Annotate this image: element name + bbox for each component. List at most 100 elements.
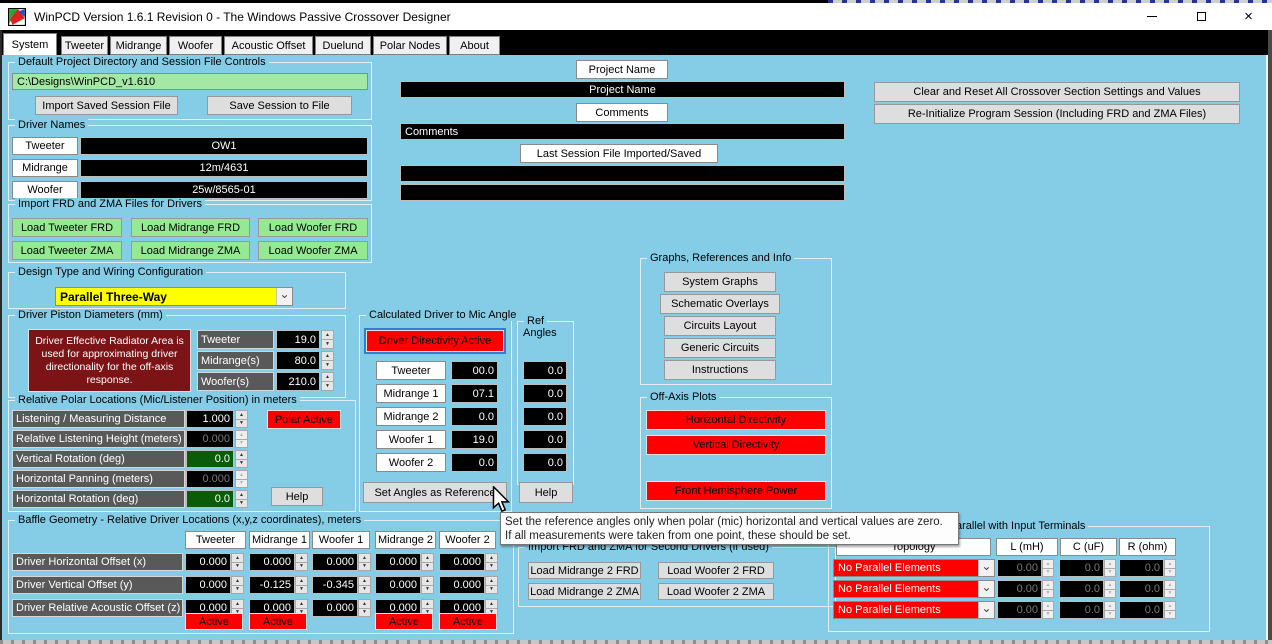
spinner-up-icon[interactable] [358, 576, 371, 586]
woofer-diameter-stepper[interactable] [321, 372, 334, 391]
baffle-stepper[interactable] [295, 553, 308, 571]
spinner-down-icon[interactable] [321, 340, 334, 349]
baffle-stepper[interactable] [421, 576, 434, 594]
load-woofer-zma-button[interactable]: Load Woofer ZMA [258, 241, 368, 260]
woofer2-active-button[interactable]: Active [439, 613, 497, 630]
baffle-z-midrange2[interactable]: 0.000 [375, 599, 421, 617]
system-graphs-button[interactable]: System Graphs [664, 272, 776, 292]
tweeter-diameter-input[interactable]: 19.0 [276, 330, 320, 349]
circuits-layout-button[interactable]: Circuits Layout [664, 316, 776, 336]
load-midrange-frd-button[interactable]: Load Midrange FRD [131, 218, 250, 237]
spinner-down-icon[interactable] [295, 585, 308, 594]
spinner-up-icon[interactable] [485, 576, 498, 586]
topology-select-1[interactable]: No Parallel Elements [833, 559, 995, 577]
load-tweeter-zma-button[interactable]: Load Tweeter ZMA [12, 241, 122, 260]
vertical-rotation-input[interactable]: 0.0 [186, 450, 234, 468]
baffle-stepper[interactable] [358, 599, 371, 617]
spinner-up-icon[interactable] [321, 330, 334, 340]
spinner-down-icon[interactable] [485, 562, 498, 571]
chevron-down-icon[interactable] [276, 288, 292, 305]
baffle-stepper[interactable] [358, 576, 371, 594]
spinner-down-icon[interactable] [358, 585, 371, 594]
tweeter-diameter-stepper[interactable] [321, 330, 334, 349]
load-midrange2-zma-button[interactable]: Load Midrange 2 ZMA [528, 583, 641, 600]
baffle-z-tweeter[interactable]: 0.000 [185, 599, 231, 617]
save-session-button[interactable]: Save Session to File [207, 96, 352, 115]
spinner-up-icon[interactable] [321, 351, 334, 361]
baffle-y-midrange1[interactable]: -0.125 [249, 576, 295, 594]
load-woofer2-zma-button[interactable]: Load Woofer 2 ZMA [658, 583, 774, 600]
baffle-y-woofer2[interactable]: 0.000 [439, 576, 485, 594]
baffle-x-woofer1[interactable]: 0.000 [312, 553, 358, 571]
spinner-up-icon[interactable] [235, 490, 248, 500]
baffle-stepper[interactable] [485, 553, 498, 571]
comments-input[interactable]: Comments [400, 123, 845, 140]
tab-duelund[interactable]: Duelund [315, 36, 371, 55]
close-button[interactable]: × [1226, 3, 1271, 30]
topology-select-2[interactable]: No Parallel Elements [833, 580, 995, 598]
midrange-diameter-input[interactable]: 80.0 [276, 351, 320, 370]
spinner-up-icon[interactable] [485, 599, 498, 609]
baffle-z-woofer1[interactable]: 0.000 [312, 599, 358, 617]
baffle-stepper[interactable] [485, 576, 498, 594]
import-session-button[interactable]: Import Saved Session File [35, 96, 178, 115]
spinner-up-icon[interactable] [231, 576, 244, 586]
listening-distance-stepper[interactable] [235, 410, 248, 428]
midrange1-active-button[interactable]: Active [249, 613, 307, 630]
horizontal-rotation-input[interactable]: 0.0 [186, 490, 234, 508]
baffle-stepper[interactable] [358, 553, 371, 571]
baffle-stepper[interactable] [421, 553, 434, 571]
spinner-down-icon[interactable] [485, 585, 498, 594]
spinner-up-icon[interactable] [421, 576, 434, 586]
maximize-button[interactable] [1179, 3, 1224, 30]
woofer-name-input[interactable]: 25w/8565-01 [80, 181, 368, 199]
spinner-down-icon[interactable] [235, 459, 248, 468]
chevron-down-icon[interactable] [978, 602, 994, 618]
spinner-down-icon[interactable] [421, 585, 434, 594]
midrange-name-input[interactable]: 12m/4631 [80, 159, 368, 177]
spinner-down-icon[interactable] [358, 562, 371, 571]
spinner-down-icon[interactable] [421, 562, 434, 571]
load-midrange2-frd-button[interactable]: Load Midrange 2 FRD [528, 562, 641, 579]
spinner-up-icon[interactable] [295, 576, 308, 586]
baffle-y-woofer1[interactable]: -0.345 [312, 576, 358, 594]
project-name-input[interactable]: Project Name [400, 81, 845, 98]
project-directory-input[interactable]: C:\Designs\WinPCD_v1.610 [12, 73, 368, 90]
baffle-x-tweeter[interactable]: 0.000 [185, 553, 231, 571]
spinner-down-icon[interactable] [235, 499, 248, 508]
spinner-up-icon[interactable] [358, 599, 371, 609]
tweeter-active-button[interactable]: Active [185, 613, 243, 630]
horizontal-rotation-stepper[interactable] [235, 490, 248, 508]
baffle-x-midrange2[interactable]: 0.000 [375, 553, 421, 571]
front-hemisphere-power-button[interactable]: Front Hemisphere Power [646, 481, 826, 501]
spinner-down-icon[interactable] [231, 562, 244, 571]
design-type-select[interactable]: Parallel Three-Way [55, 287, 293, 306]
tweeter-name-input[interactable]: OW1 [80, 137, 368, 155]
driver-directivity-button[interactable]: Driver Directivity Active [364, 328, 506, 354]
baffle-stepper[interactable] [231, 576, 244, 594]
spinner-up-icon[interactable] [231, 599, 244, 609]
listening-distance-input[interactable]: 1.000 [186, 410, 234, 428]
spinner-up-icon[interactable] [421, 599, 434, 609]
vertical-directivity-button[interactable]: Vertical Directivity [646, 435, 826, 455]
set-angles-reference-button[interactable]: Set Angles as Reference [363, 482, 507, 503]
spinner-down-icon[interactable] [295, 562, 308, 571]
spinner-up-icon[interactable] [235, 410, 248, 420]
baffle-x-woofer2[interactable]: 0.000 [439, 553, 485, 571]
ref-angles-help-button[interactable]: Help [519, 482, 573, 503]
load-woofer-frd-button[interactable]: Load Woofer FRD [258, 218, 368, 237]
load-tweeter-frd-button[interactable]: Load Tweeter FRD [12, 218, 122, 237]
spinner-up-icon[interactable] [231, 553, 244, 563]
horizontal-directivity-button[interactable]: Horizontal Directivity [646, 410, 826, 430]
spinner-down-icon[interactable] [321, 361, 334, 370]
instructions-button[interactable]: Instructions [664, 360, 776, 380]
spinner-up-icon[interactable] [421, 553, 434, 563]
spinner-down-icon[interactable] [321, 382, 334, 391]
clear-reset-button[interactable]: Clear and Reset All Crossover Section Se… [874, 82, 1240, 102]
schematic-overlays-button[interactable]: Schematic Overlays [660, 294, 780, 314]
tab-woofer[interactable]: Woofer [169, 36, 222, 55]
baffle-z-midrange1[interactable]: 0.000 [249, 599, 295, 617]
baffle-z-woofer2[interactable]: 0.000 [439, 599, 485, 617]
baffle-x-midrange1[interactable]: 0.000 [249, 553, 295, 571]
baffle-stepper[interactable] [231, 553, 244, 571]
